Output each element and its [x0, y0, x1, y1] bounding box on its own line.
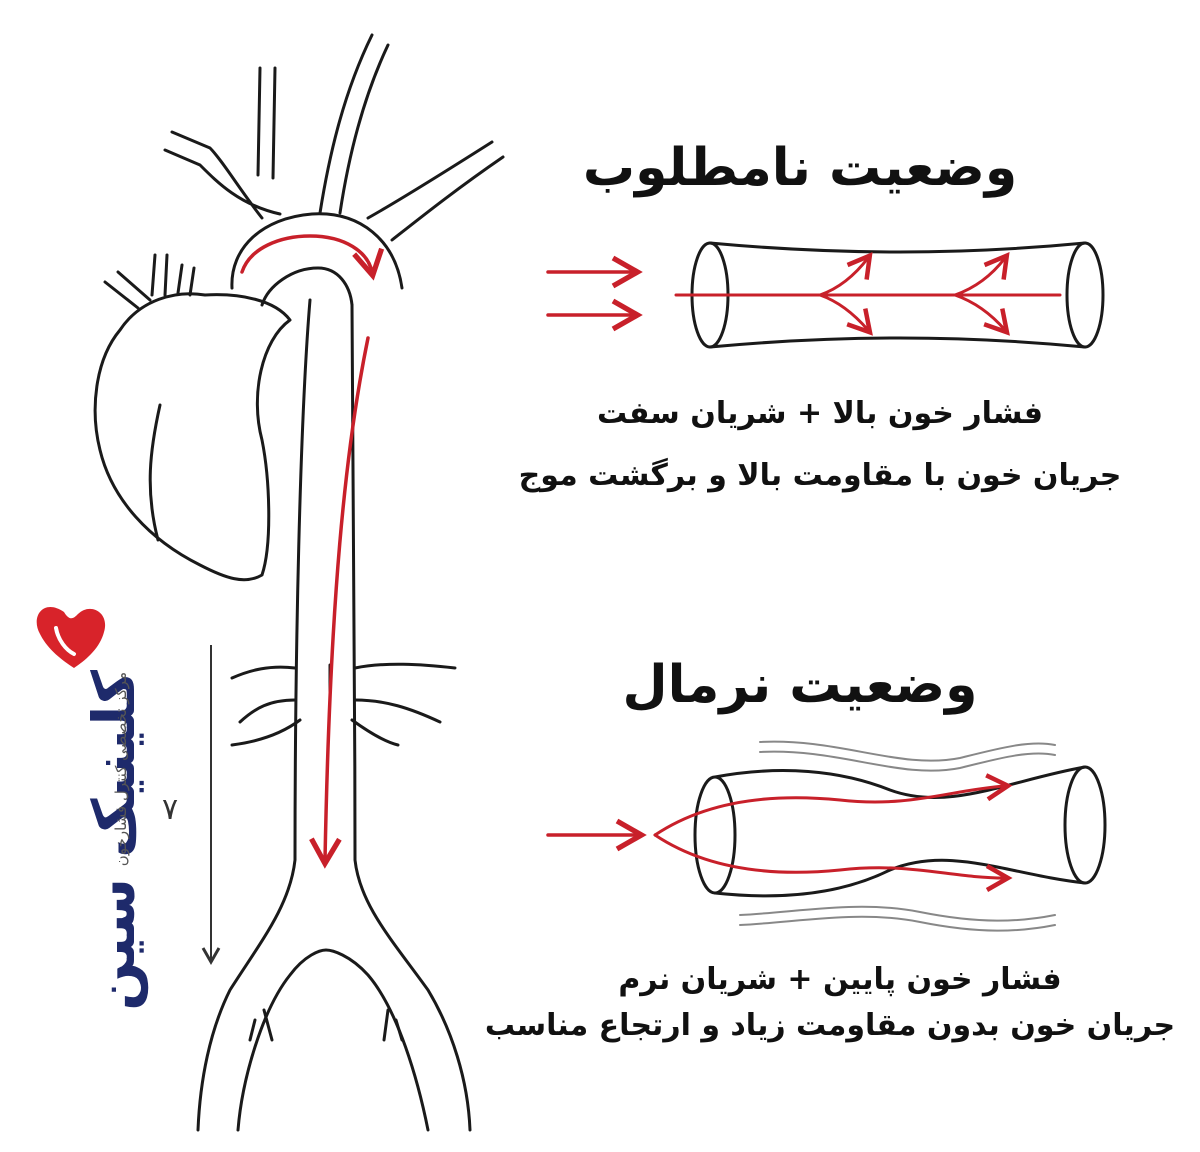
left-subclavian-artery	[366, 140, 505, 242]
iliac-inner-wall	[236, 948, 430, 1132]
elastic-tube-right-opening	[1063, 765, 1107, 885]
iliac-small-branch-left	[248, 1008, 274, 1042]
heart-vessel-right	[176, 263, 196, 297]
renal-branch-right	[350, 662, 457, 747]
heart-vessel-mid	[150, 253, 169, 297]
descending-aorta-right-wall	[350, 303, 472, 1132]
reflected-wave-arrow-1b	[818, 293, 873, 336]
stiff-artery-diagram	[546, 241, 1105, 349]
clinic-logo-mark	[36, 607, 106, 668]
expansion-line-bottom-1	[739, 905, 1056, 922]
reflected-wave-arrow-1a	[818, 252, 873, 297]
normal-title: وضعیت نرمال	[622, 655, 978, 715]
iliac-small-branch-right	[382, 1008, 404, 1042]
heart-vessel-left	[103, 270, 152, 310]
heart-icon	[36, 607, 106, 668]
aortic-arch-outer	[230, 212, 404, 290]
aorta-flow-arrows	[240, 234, 385, 869]
reflected-wave-arrow-2b	[953, 293, 1010, 336]
heart-outline	[93, 292, 292, 582]
abnormal-caption-line2: جریان خون با مقاومت بالا و برگشت موج	[518, 458, 1122, 493]
normal-caption-line2: جریان خون بدون مقاومت زیاد و ارتجاع مناس…	[484, 1008, 1176, 1043]
expansion-line-bottom-2	[739, 915, 1056, 932]
elastic-tube-left-opening	[693, 775, 737, 895]
elastic-flow-arrow-lower	[653, 833, 1013, 892]
expansion-line-top-1	[759, 740, 1056, 762]
clinic-logo-subtitle: مرکز تخصصی کنترل فشارخون	[112, 672, 130, 867]
elastic-flow-arrow-upper	[653, 773, 1013, 837]
descending-flow-arrow	[309, 336, 370, 869]
elastic-artery-diagram	[546, 740, 1107, 932]
elastic-tube-top	[713, 765, 1087, 799]
heart-groove	[148, 403, 162, 542]
renal-branch-left	[230, 665, 302, 747]
elastic-tube-bottom	[713, 858, 1087, 898]
descending-aorta-left-wall	[196, 298, 312, 1132]
heart-icon-highlight	[54, 626, 76, 656]
stiff-tube-bottom	[708, 336, 1087, 349]
stiff-tube-top	[708, 241, 1087, 254]
abnormal-title: وضعیت نامطلوب	[582, 138, 1018, 198]
expansion-line-top-2	[759, 750, 1056, 772]
abnormal-caption-line1: فشار خون بالا + شریان سفت	[596, 396, 1044, 431]
aortic-arch-inner	[260, 266, 354, 307]
brachiocephalic-artery	[163, 130, 282, 220]
right-carotid-artery	[256, 66, 277, 180]
left-carotid-artery	[318, 33, 390, 215]
reflected-wave-arrow-2a	[953, 252, 1010, 297]
arch-flow-arrow	[240, 234, 385, 281]
normal-caption-line1: فشار خون پایین + شریان نرم	[618, 962, 1062, 997]
stiff-tube-right-opening	[1065, 241, 1105, 349]
aorta-diagram	[93, 33, 505, 1132]
direction-arrow-label: ۷	[161, 792, 179, 827]
